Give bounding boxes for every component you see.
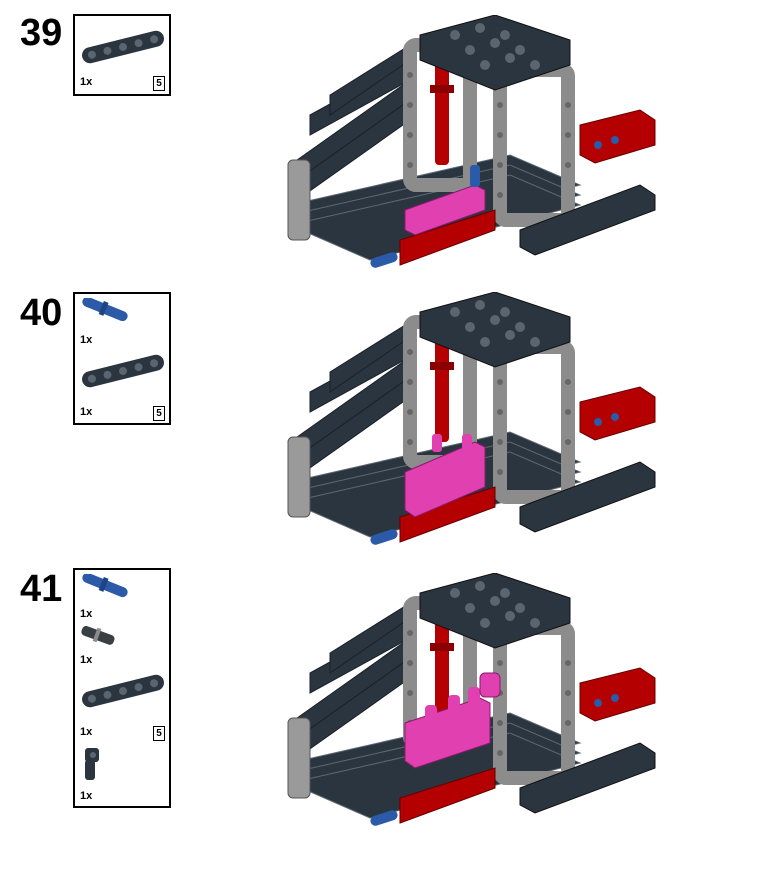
- part-qty: 1x: [80, 790, 93, 802]
- parts-callout: 1x 1x 5: [73, 292, 171, 425]
- model-render: [280, 15, 665, 280]
- dark-beam-icon: [80, 673, 166, 709]
- parts-callout: 1x 5: [73, 14, 171, 96]
- part-item: 1x: [75, 296, 169, 348]
- gray-axle-pin-icon: [80, 626, 116, 646]
- part-item: 1x 5: [75, 350, 169, 422]
- part-qty: 1x: [80, 726, 93, 738]
- part-qty: 1x: [80, 334, 93, 346]
- length-badge: 5: [153, 406, 165, 421]
- length-badge: 5: [153, 76, 165, 91]
- part-item: 1x 5: [75, 20, 169, 92]
- part-item: 1x: [75, 572, 169, 622]
- part-qty: 1x: [80, 654, 93, 666]
- step-number: 40: [20, 292, 63, 334]
- step-number: 39: [20, 12, 63, 54]
- blue-pin-icon: [80, 298, 130, 323]
- part-qty: 1x: [80, 608, 93, 620]
- dark-beam-icon: [80, 29, 166, 65]
- angle-connector-icon: [85, 748, 99, 780]
- step-41: 41 1x 1x 1x 5 1x: [0, 568, 768, 893]
- dark-beam-icon: [80, 353, 166, 389]
- part-item: 1x: [75, 742, 169, 804]
- part-item: 1x: [75, 624, 169, 670]
- blue-pin-icon: [80, 574, 130, 599]
- parts-callout: 1x 1x 1x 5 1x: [73, 568, 171, 808]
- model-illustration: [280, 573, 665, 838]
- step-39: 39 1x 5: [0, 0, 768, 280]
- model-render: [280, 292, 665, 557]
- length-badge: 5: [153, 726, 165, 741]
- part-item: 1x 5: [75, 670, 169, 741]
- step-40: 40 1x 1x 5: [0, 290, 768, 570]
- part-qty: 1x: [80, 76, 93, 88]
- model-illustration: [280, 15, 665, 280]
- part-qty: 1x: [80, 406, 93, 418]
- model-illustration: [280, 292, 665, 557]
- model-render: [280, 573, 665, 838]
- step-number: 41: [20, 568, 63, 610]
